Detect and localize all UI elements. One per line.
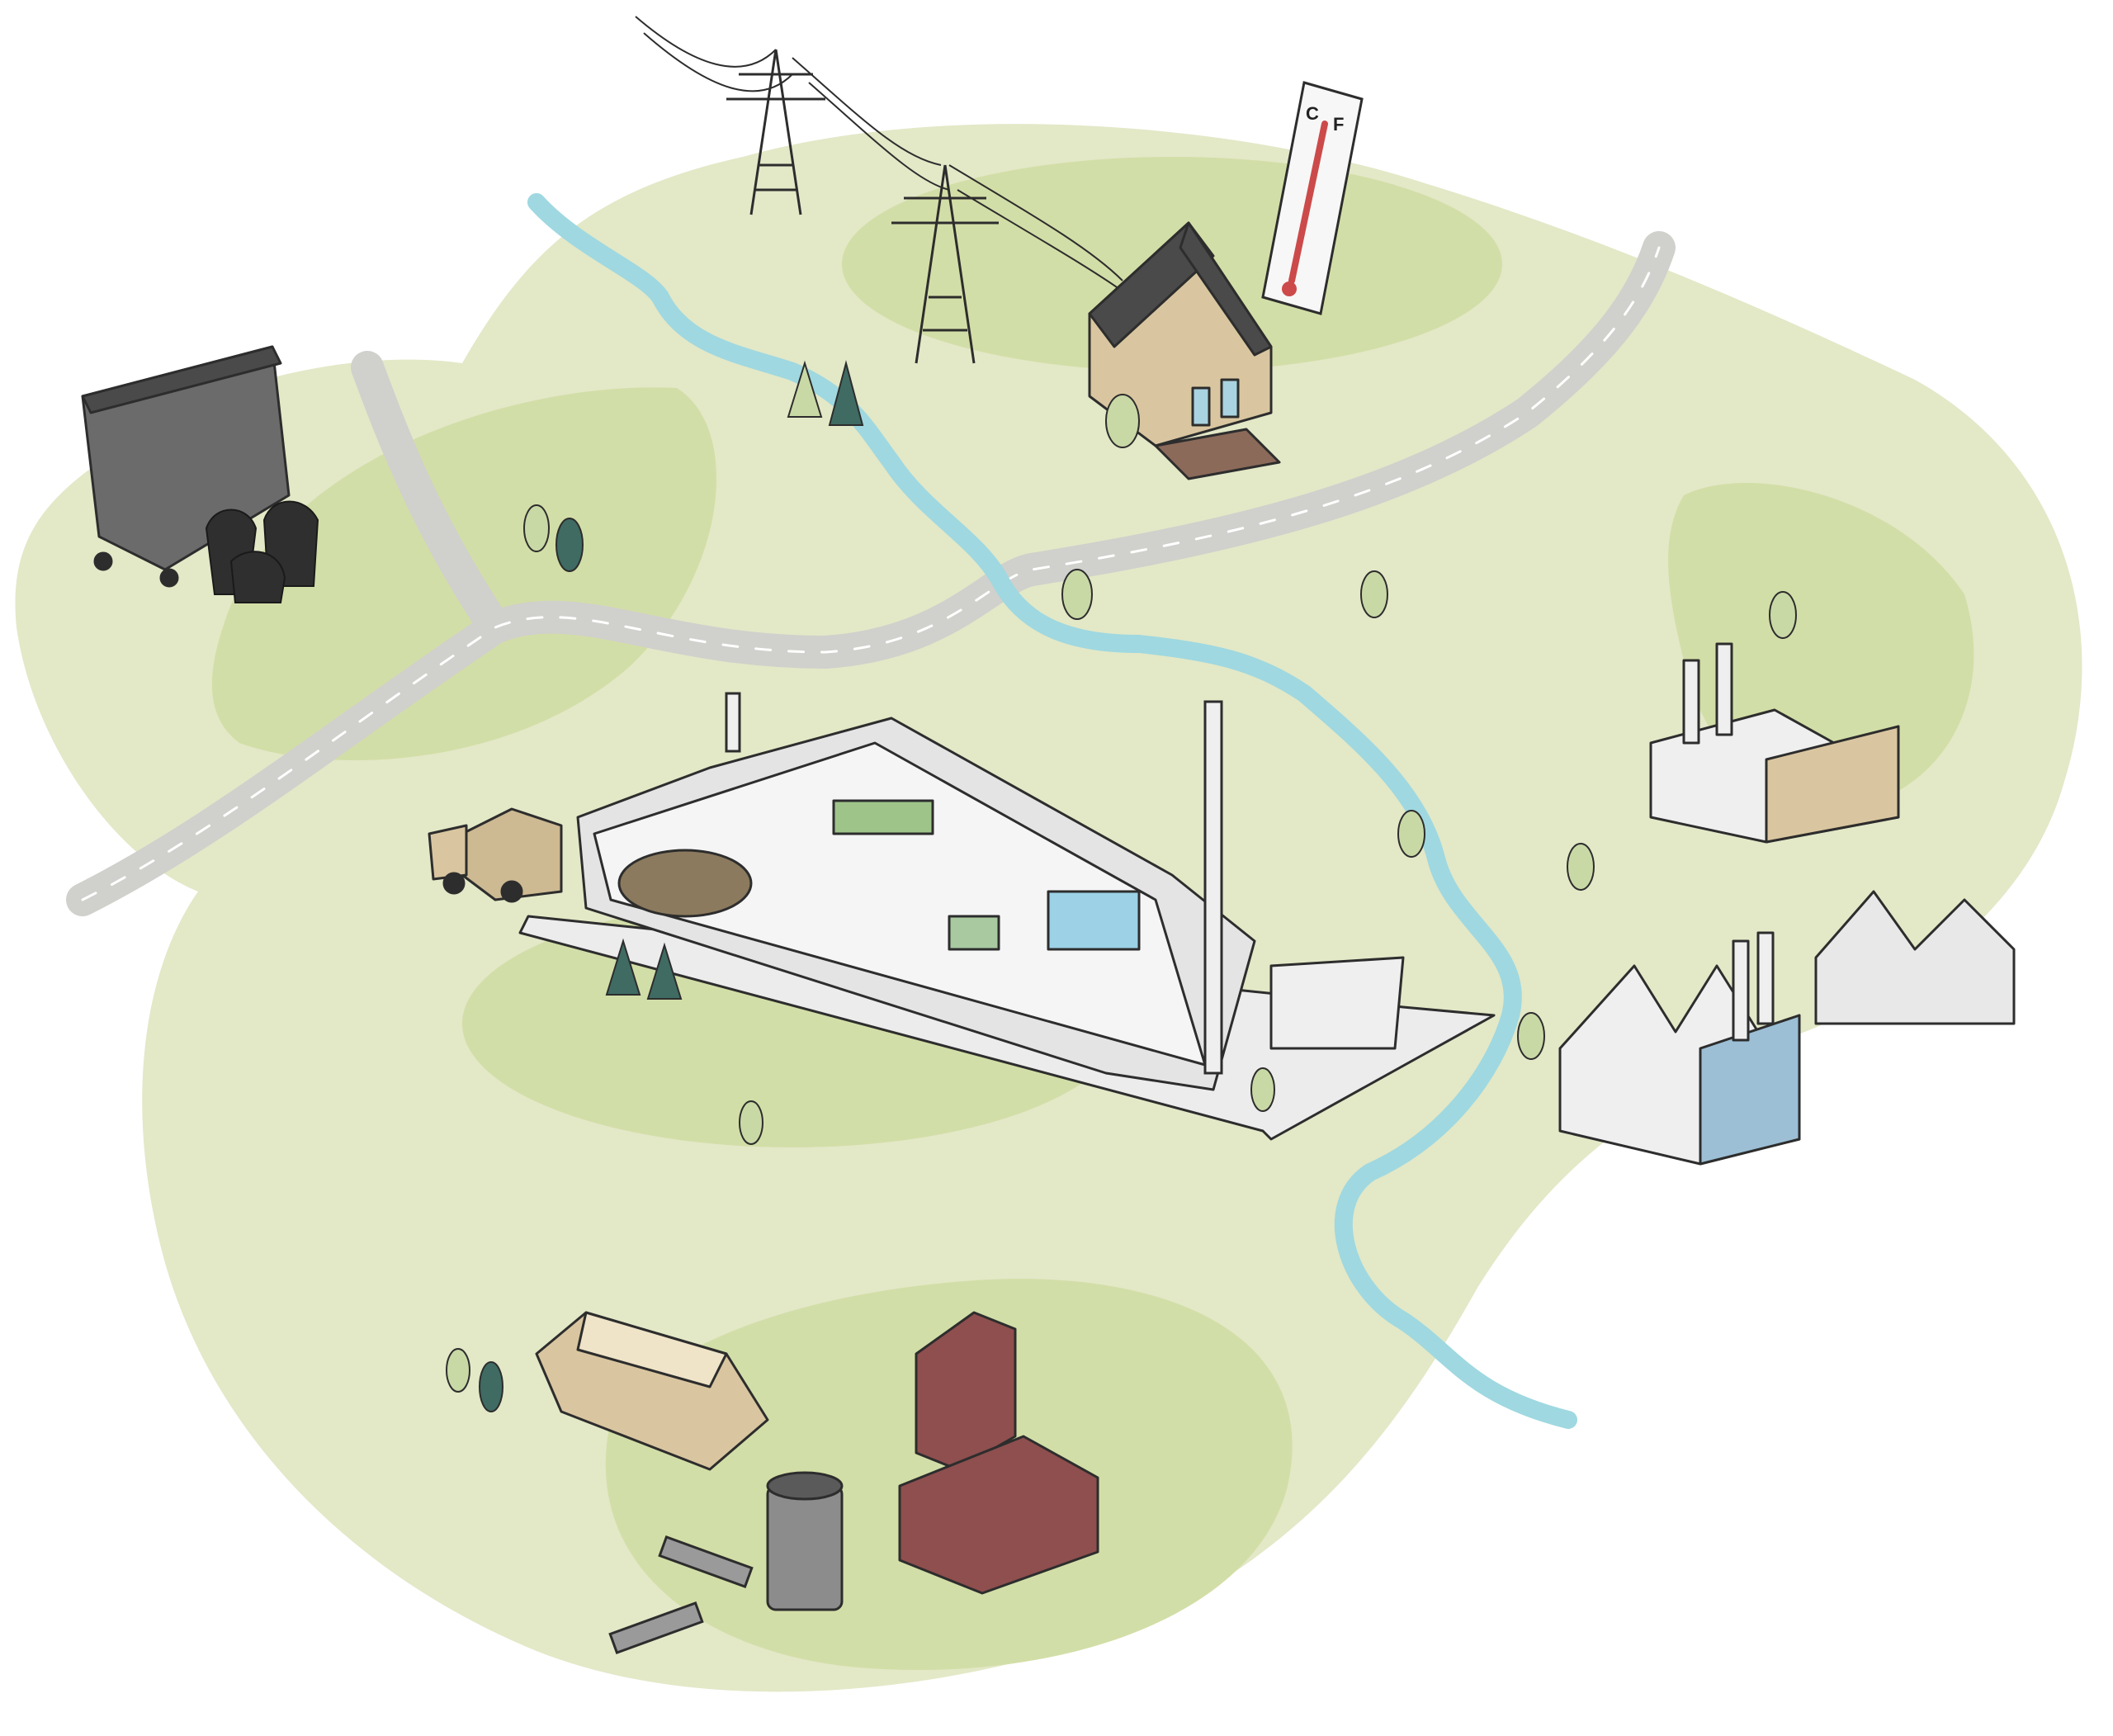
factory-icon: [1558, 931, 1801, 1166]
fir-tree-icon: [828, 360, 864, 426]
gold-bar-icon: [535, 1311, 769, 1471]
tree-icon: [523, 504, 550, 552]
truck-icon: [428, 807, 563, 903]
tree-icon: [1360, 570, 1388, 618]
brick-icon: [898, 1311, 1099, 1595]
tin-can-icon: [766, 1471, 844, 1611]
waste-bunker: [617, 849, 753, 918]
fir-tree-icon: [787, 360, 823, 418]
tree-icon: [1517, 1012, 1545, 1060]
tree-icon: [479, 1361, 503, 1412]
tree-icon: [1250, 1067, 1275, 1112]
thermometer-icon: C F: [1261, 81, 1364, 315]
thermometer-fahrenheit-label: F: [1333, 114, 1344, 135]
tree-icon: [1567, 843, 1595, 891]
tree-icon: [1061, 569, 1093, 620]
thermometer-celsius-label: C: [1306, 103, 1319, 124]
trees: [446, 360, 1797, 1412]
waste-to-energy-plant-icon: [518, 717, 1496, 1141]
house-icon: [1088, 221, 1281, 480]
garbage-bags-icon: [205, 500, 319, 603]
tree-icon: [1769, 591, 1797, 639]
road-icon: [66, 231, 1676, 916]
factory-icon: [1649, 642, 1900, 844]
greenhouse-icon: [1814, 890, 2016, 1025]
fir-tree-icon: [646, 942, 683, 1000]
tree-icon: [1397, 810, 1425, 858]
bolt-icon: [608, 1535, 754, 1655]
tree-icon: [1105, 394, 1140, 448]
tree-icon: [739, 1100, 763, 1145]
chimney-icon: [725, 692, 1223, 1075]
river-icon: [527, 193, 1577, 1429]
power-pylon-icon: [726, 49, 825, 215]
power-pylon-icon: [891, 164, 999, 364]
fir-tree-icon: [605, 938, 641, 996]
tree-icon: [446, 1348, 470, 1393]
tree-icon: [555, 518, 584, 572]
